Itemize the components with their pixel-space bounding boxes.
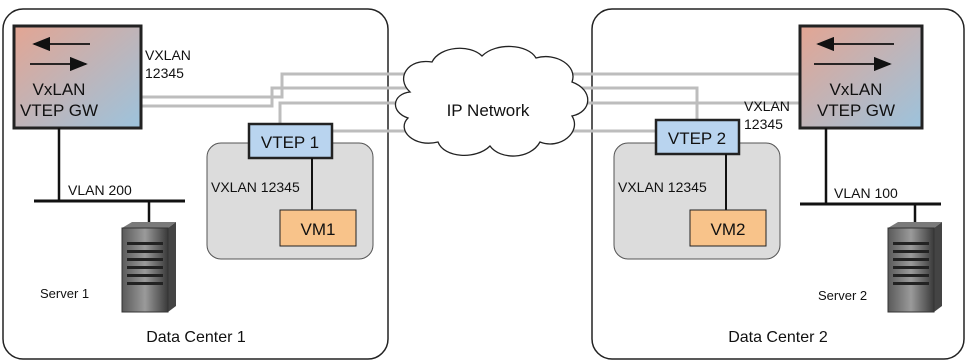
tunnel-gw1-to-vtep2 — [142, 86, 699, 120]
data-center-2-label: Data Center 2 — [728, 329, 828, 346]
vm-2-box — [689, 209, 767, 247]
vtep-1-box — [247, 122, 334, 160]
gateway-label-line2: VTEP GW — [20, 101, 98, 120]
vtep-gateway-1: VxLAN VTEP GW — [12, 24, 143, 130]
vtep-1-vni: VXLAN 12345 — [211, 179, 300, 195]
vtep-2-vni: VXLAN 12345 — [618, 179, 707, 195]
gateway2-label-line2: VTEP GW — [817, 101, 895, 120]
gw2-vni-line1: VXLAN — [744, 98, 790, 114]
vlan-200-label: VLAN 200 — [68, 182, 132, 198]
vlan-100-label: VLAN 100 — [834, 185, 898, 201]
vm-2-label: VM2 — [711, 220, 746, 239]
vtep-2-box — [654, 118, 741, 156]
server-2-label: Server 2 — [818, 288, 867, 303]
gw1-vni-line2: 12345 — [145, 65, 184, 81]
vtep-2-label: VTEP 2 — [668, 129, 726, 148]
ip-network-cloud: IP Network — [394, 45, 589, 157]
server-1-label: Server 1 — [40, 286, 89, 301]
tunnel-vtep1-to-gw2 — [278, 101, 806, 124]
gateway2-label-line1: VxLAN — [830, 80, 883, 99]
vm-1-box — [279, 209, 357, 247]
gateway-label-line1: VxLAN — [33, 80, 86, 99]
gw1-vni-line1: VXLAN — [145, 47, 191, 63]
gw2-vni-line2: 12345 — [744, 116, 783, 132]
vm-1-label: VM1 — [301, 220, 336, 239]
server-2-icon — [887, 222, 942, 313]
vtep-gateway-2: VxLAN VTEP GW — [798, 24, 924, 130]
data-center-1-label: Data Center 1 — [146, 329, 246, 346]
vtep-1-label: VTEP 1 — [261, 133, 319, 152]
server-1-icon — [121, 222, 176, 313]
cloud-label: IP Network — [447, 101, 530, 120]
